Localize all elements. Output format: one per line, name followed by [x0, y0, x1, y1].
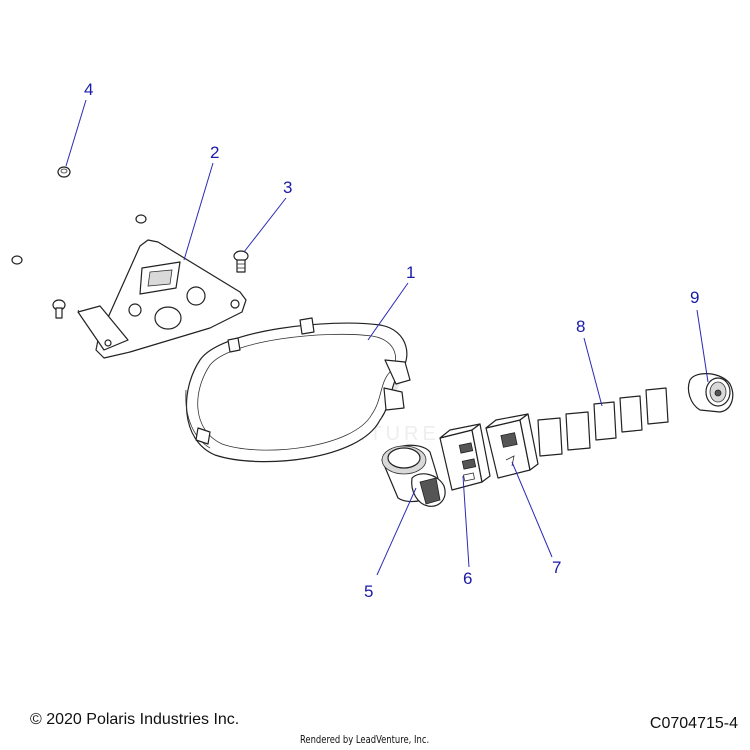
leader-2: [183, 162, 214, 261]
screw: [11, 255, 23, 265]
leader-5: [376, 487, 417, 576]
part-3-screw: [233, 250, 249, 273]
leader-3: [243, 197, 287, 253]
leader-4: [65, 99, 87, 167]
leader-7: [511, 461, 553, 558]
rendered-by-credit: Rendered by LeadVenture, Inc.: [300, 733, 430, 746]
callout-1: 1: [406, 263, 415, 282]
callout-6: 6: [463, 569, 472, 588]
part-6-rocker-switch: [439, 423, 491, 491]
part-7-rocker-switch: [485, 413, 539, 479]
callout-5: 5: [364, 582, 373, 601]
screw: [52, 299, 66, 319]
callout-9: 9: [690, 288, 699, 307]
leader-9: [696, 309, 709, 383]
leader-8: [583, 337, 603, 407]
part-8-switch-cap: [537, 387, 669, 457]
callout-8: 8: [576, 317, 585, 336]
callout-4: 4: [84, 80, 93, 99]
screw: [135, 214, 147, 224]
part-2-bracket: [77, 239, 247, 359]
diagram-code: C0704715-4: [649, 715, 738, 732]
leader-lines: [65, 99, 709, 576]
part-1-instrument-cluster: [185, 317, 411, 463]
part-9-power-outlet: [687, 373, 734, 413]
leader-6: [462, 475, 470, 568]
copyright-notice: © 2020 Polaris Industries Inc.: [30, 711, 240, 728]
callout-7: 7: [552, 558, 561, 577]
leader-1: [367, 282, 409, 341]
part-4-screw: [57, 166, 71, 178]
callout-labels: 1 2 3 4 5 6 7 8 9: [84, 80, 699, 601]
callout-2: 2: [210, 143, 219, 162]
callout-3: 3: [283, 178, 292, 197]
part-5-ignition-switch: [381, 444, 446, 507]
